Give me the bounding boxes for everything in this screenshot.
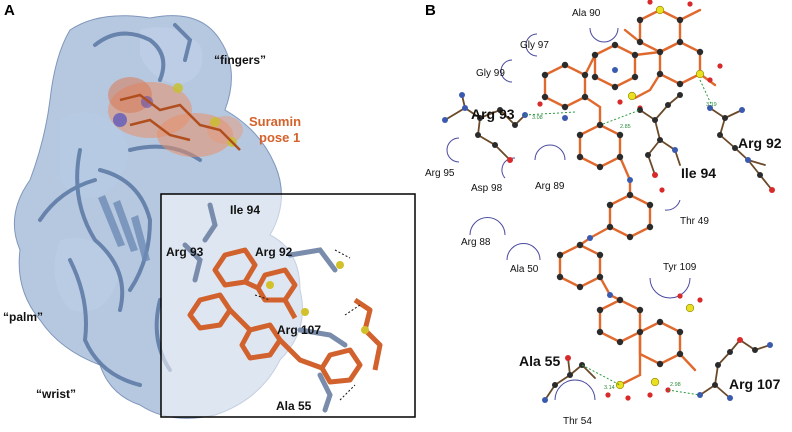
arc-tyr109 [649, 277, 691, 299]
bonded-residue-arg107 [697, 337, 773, 401]
label-wrist: “wrist” [36, 387, 76, 401]
bonded-residue-ala55 [542, 355, 596, 403]
arc-arg88 [469, 217, 506, 236]
label-fingers: “fingers” [214, 53, 266, 67]
bonded-label-arg93: Arg 93 [471, 106, 515, 122]
res-thr49: Thr 49 [680, 216, 709, 227]
res-arg88: Arg 88 [461, 237, 491, 248]
inset-label-arg93: Arg 93 [166, 245, 204, 259]
hydrophobic-arcs [446, 27, 691, 401]
hbond-distance-2: 2.85 [620, 124, 631, 130]
bonded-label-arg92: Arg 92 [738, 135, 782, 151]
label-suramin-line1: Suramin [249, 114, 301, 129]
panel-a-letter: A [4, 2, 15, 19]
arc-thr49 [664, 199, 681, 211]
bonded-residue-arg93 [442, 92, 528, 163]
bonded-residue-arg92 [707, 105, 775, 193]
label-palm: “palm” [3, 310, 43, 324]
inset-label-arg107: Arg 107 [277, 323, 321, 337]
arc-thr54 [554, 379, 596, 401]
panel-a: A [3, 2, 416, 419]
res-ala90: Ala 90 [572, 8, 601, 19]
arc-ala90 [589, 27, 619, 43]
inset-label-ile94: Ile 94 [230, 203, 260, 217]
suramin-pose [108, 77, 243, 157]
panel-b: B Ala 90 Gly 97 Gly 99 Arg 95 Asp 98 Arg… [425, 0, 782, 427]
res-arg89: Arg 89 [535, 181, 565, 192]
res-tyr109: Tyr 109 [663, 262, 697, 273]
bonded-residue-ile94 [637, 92, 683, 178]
bonded-label-ala55: Ala 55 [519, 353, 560, 369]
arc-ala50 [506, 243, 541, 261]
hbond-distance-1: 3.08 [532, 115, 543, 121]
res-thr54: Thr 54 [563, 416, 592, 427]
arc-arg95 [446, 137, 460, 163]
bonded-label-ile94: Ile 94 [681, 165, 716, 181]
arc-gly97 [525, 33, 538, 57]
arc-arg89 [534, 144, 566, 161]
inset-label-arg92: Arg 92 [255, 245, 293, 259]
hbond-distance-5: 2.98 [670, 382, 681, 388]
protein-ribbon [38, 23, 202, 387]
res-arg95: Arg 95 [425, 168, 455, 179]
ligand-atoms [537, 0, 723, 401]
res-gly99: Gly 99 [476, 68, 505, 79]
panel-b-letter: B [425, 2, 436, 19]
inset-label-ala55: Ala 55 [276, 399, 312, 413]
inset-box: Ile 94 Arg 93 Arg 92 Arg 107 Ala 55 [160, 193, 416, 418]
bonded-label-arg107: Arg 107 [729, 376, 781, 392]
hbond-distance-3: 3.19 [706, 102, 717, 108]
res-gly97: Gly 97 [520, 40, 549, 51]
arc-gly99 [500, 59, 513, 83]
beta-sheet-arrows [98, 195, 150, 262]
hydrogen-bonds [524, 79, 713, 396]
hbond-distance-4: 3.14 [604, 385, 615, 391]
label-suramin-line2: pose 1 [259, 130, 300, 145]
res-asp98: Asp 98 [471, 183, 503, 194]
res-ala50: Ala 50 [510, 264, 539, 275]
